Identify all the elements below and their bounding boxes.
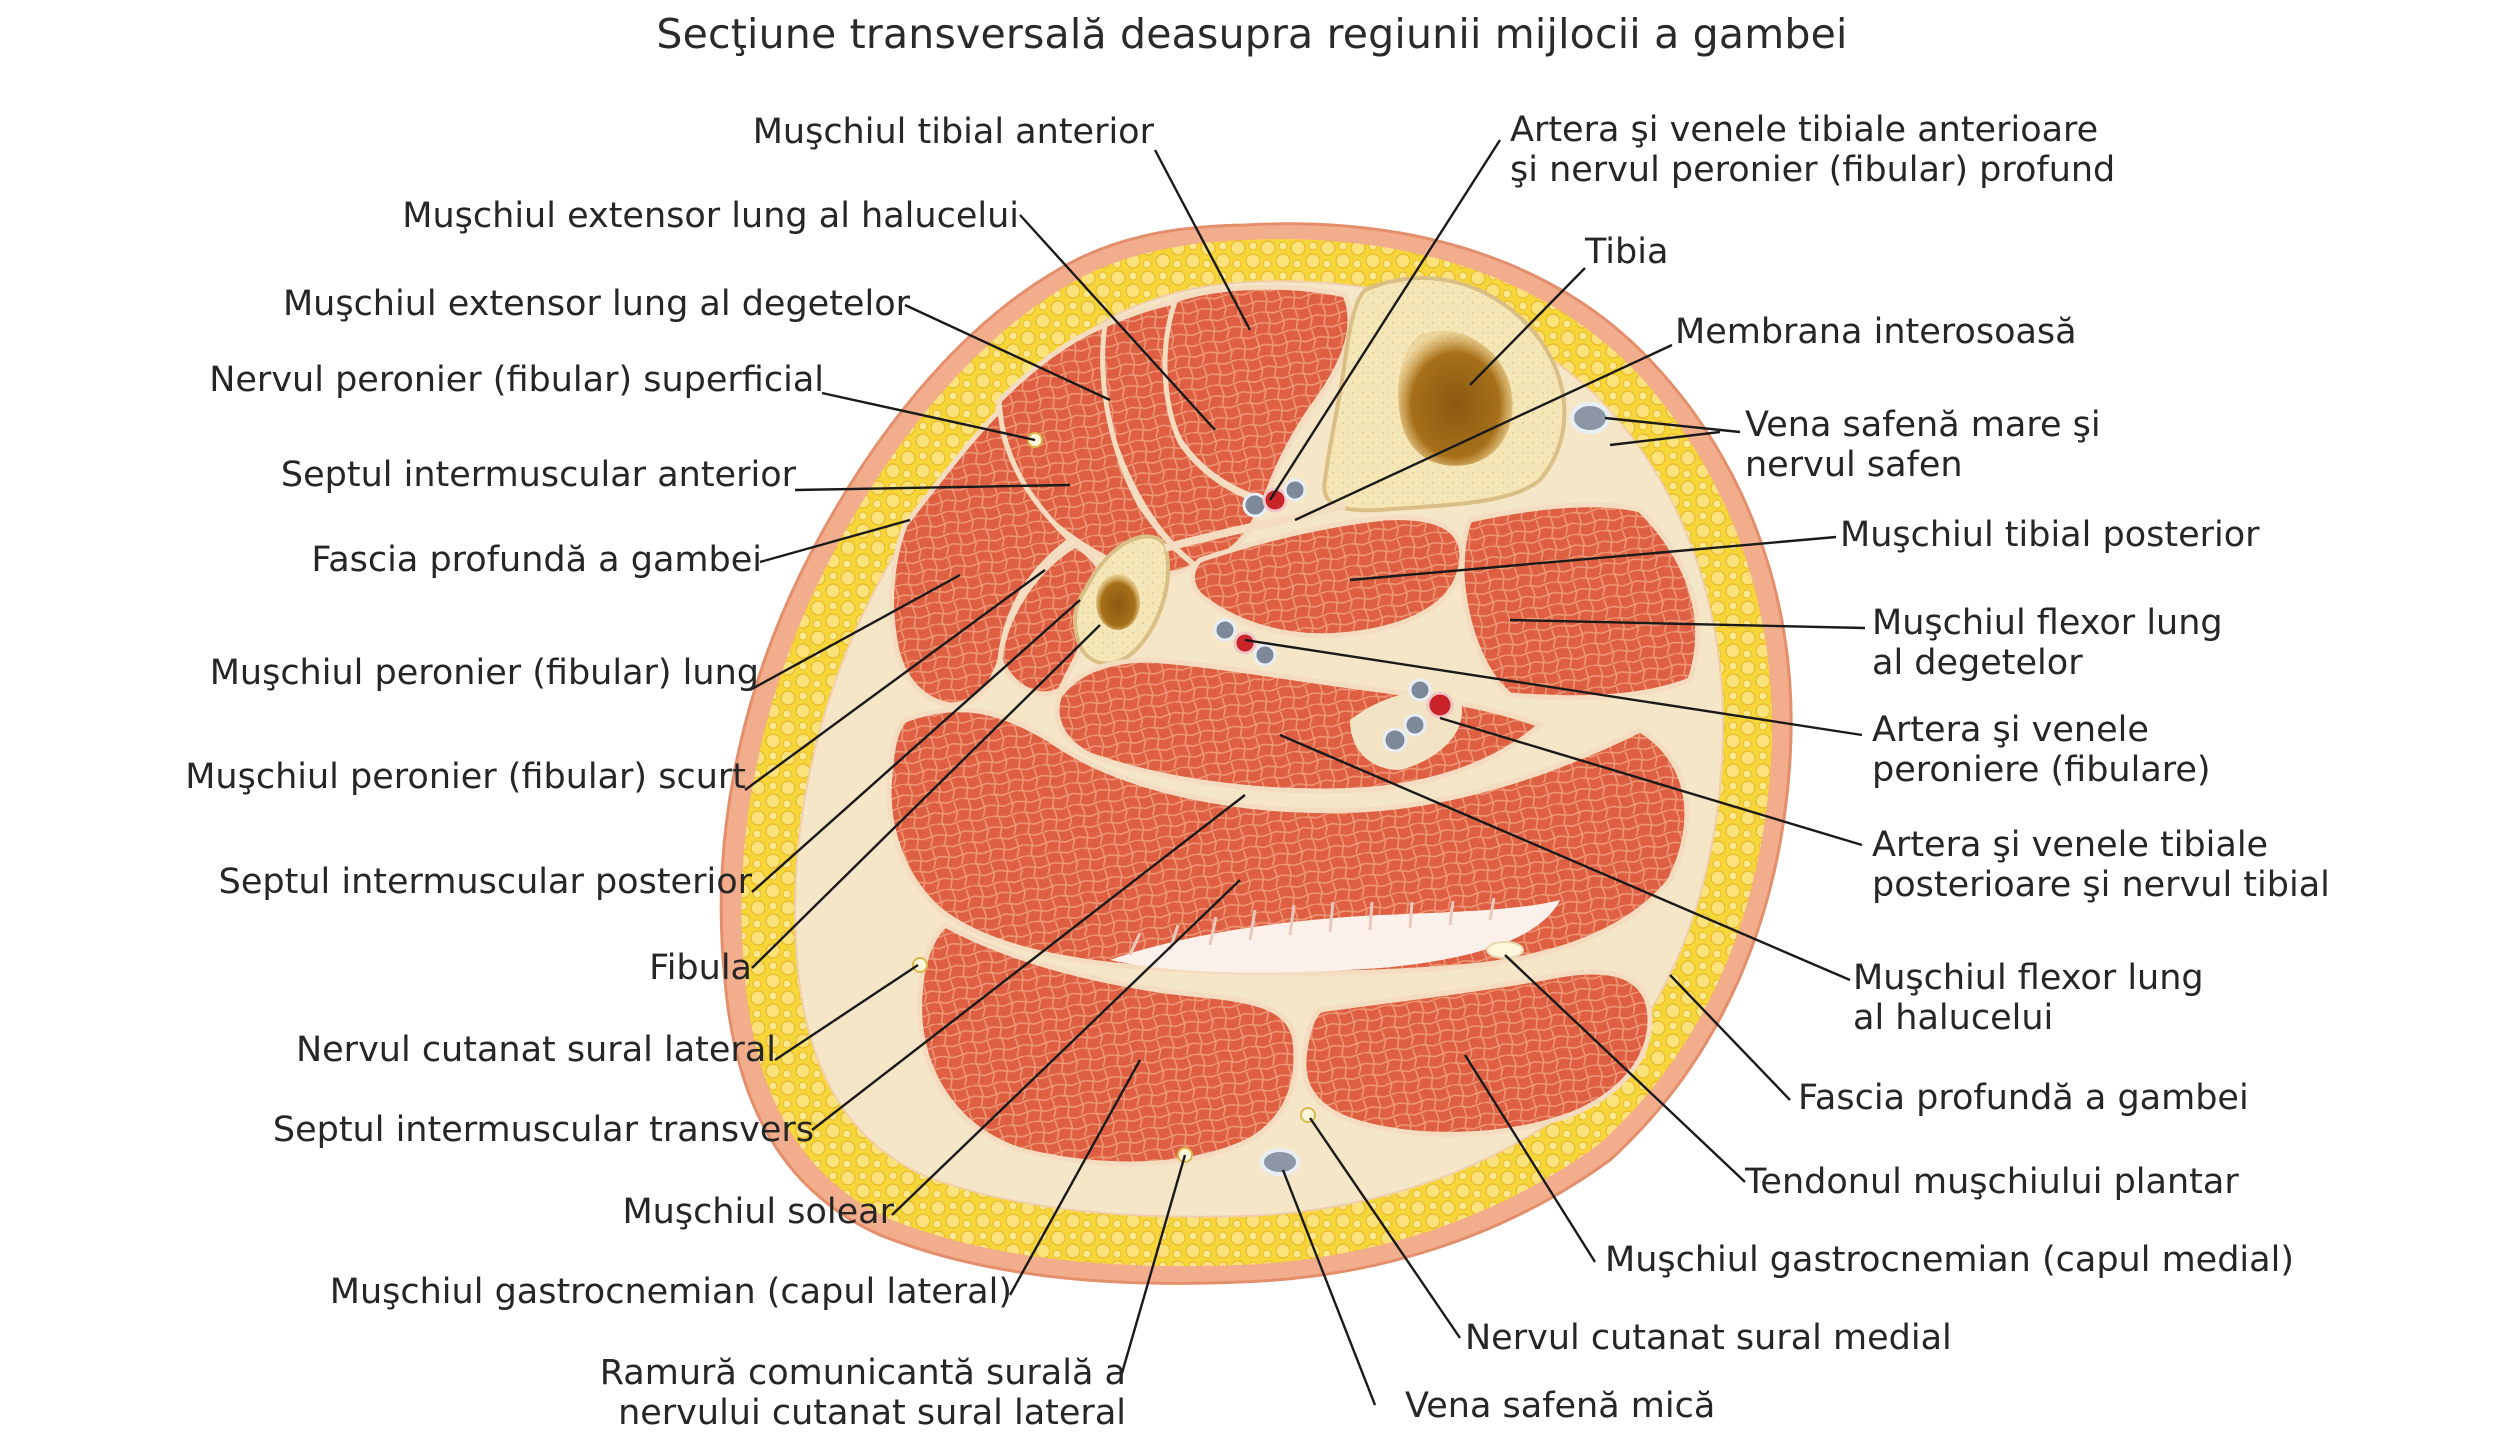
label-flexor-digitorum-line-1: Muşchiul flexor lung <box>1872 603 2223 643</box>
leader-medial-sural-nerve <box>1309 1117 1461 1339</box>
leader-plantaris-tendon <box>1504 954 1746 1183</box>
anterior-tibial-vessels-group <box>1242 478 1307 518</box>
label-sural-communicating-line-2: nervului cutanat sural lateral <box>618 1393 1126 1433</box>
soleus-tendon <box>1110 900 1560 973</box>
label-great-saphenous: Vena safenă mare şi nervul safen <box>1745 405 2101 485</box>
flexor-digitorum-muscle <box>1459 502 1701 701</box>
label-great-saphenous-line-1: Vena safenă mare şi <box>1745 405 2101 445</box>
label-sural-communicating-line-1: Ramură comunicantă surală a <box>599 1353 1126 1393</box>
label-flexor-hallucis: Muşchiul flexor lung al halucelui <box>1853 958 2204 1038</box>
label-great-saphenous-line-2: nervul safen <box>1745 445 1963 485</box>
label-plantaris-tendon: Tendonul muşchiului plantar <box>1745 1162 2239 1202</box>
label-gastrocnemius-medial: Muşchiul gastrocnemian (capul medial) <box>1605 1240 2294 1280</box>
leader-sural-communicating <box>1118 1154 1187 1381</box>
label-peroneal-vessels: Artera şi venele peroniere (fibulare) <box>1872 710 2211 790</box>
label-extensor-digitorum: Muşchiul extensor lung al degetelor <box>282 284 910 324</box>
leader-soleus <box>891 879 1241 1216</box>
leader-great-saphenous-a <box>1604 416 1741 434</box>
lateral-sural-nerve-dot <box>912 957 928 973</box>
peroneal-vessels-group <box>1213 618 1277 667</box>
label-superficial-peroneal-nerve: Nervul peronier (fibular) superficial <box>209 360 824 400</box>
leader-peroneal-vessels <box>1244 638 1863 737</box>
label-peroneal-vessels-line-2: peroniere (fibulare) <box>1872 750 2211 790</box>
label-tibialis-posterior: Muşchiul tibial posterior <box>1840 515 2260 555</box>
leader-flexor-hallucis <box>1279 733 1851 982</box>
label-gastrocnemius-lateral: Muşchiul gastrocnemian (capul lateral) <box>329 1272 1012 1312</box>
gastrocnemius-lateral-muscle <box>917 921 1299 1167</box>
leader-peroneus-longus <box>749 573 961 692</box>
plantaris-tendon-dot <box>1486 941 1524 959</box>
label-posterior-tibial-vessels: Artera şi venele tibiale posterioare şi … <box>1872 825 2330 905</box>
leader-anterior-septum <box>794 483 1071 492</box>
leader-tibialis-posterior <box>1349 535 1837 582</box>
great-saphenous-vein <box>1570 402 1610 434</box>
soleus-muscle <box>886 707 1690 976</box>
label-medial-sural-nerve: Nervul cutanat sural medial <box>1465 1318 1952 1358</box>
leader-interosseous-membrane <box>1294 343 1673 522</box>
leader-small-saphenous <box>1281 1169 1377 1406</box>
label-flexor-hallucis-line-2: al halucelui <box>1853 998 2054 1038</box>
fibula-marrow <box>1096 574 1140 630</box>
label-deep-fascia-right: Fascia profundă a gambei <box>1798 1078 2249 1118</box>
leader-extensor-digitorum <box>904 303 1111 402</box>
label-fibula: Fibula <box>649 948 752 988</box>
leader-transverse-septum <box>811 794 1246 1131</box>
leader-fibula <box>751 624 1101 969</box>
leader-great-saphenous-b <box>1609 430 1721 447</box>
label-anterior-septum: Septul intermuscular anterior <box>280 455 796 495</box>
label-posterior-tibial-vessels-line-2: posterioare şi nervul tibial <box>1872 865 2330 905</box>
tibialis-posterior-muscle <box>1190 515 1465 639</box>
label-soleus: Muşchiul solear <box>622 1192 894 1232</box>
leader-extensor-hallucis <box>1019 214 1216 431</box>
label-peroneal-vessels-line-1: Artera şi venele <box>1872 710 2149 750</box>
label-interosseous-membrane: Membrana interosoasă <box>1675 312 2077 352</box>
leader-posterior-septum <box>751 599 1081 893</box>
leader-deep-fascia-left <box>759 518 911 564</box>
label-peroneus-brevis: Muşchiul peronier (fibular) scurt <box>185 757 746 797</box>
leader-gastrocnemius-medial <box>1463 1054 1597 1263</box>
label-sural-communicating: Ramură comunicantă surală a nervului cut… <box>600 1353 1126 1433</box>
posterior-tibial-vessels-group <box>1350 678 1462 770</box>
leader-peroneus-brevis <box>744 569 1046 791</box>
label-extensor-hallucis: Muşchiul extensor lung al halucelui <box>402 196 1019 236</box>
label-posterior-tibial-vessels-line-1: Artera şi venele tibiale <box>1872 825 2269 865</box>
label-posterior-septum: Septul intermuscular posterior <box>218 862 752 902</box>
soleus-tendon-fibers <box>1128 897 1496 956</box>
label-tibialis-anterior: Muşchiul tibial anterior <box>752 112 1154 152</box>
label-anterior-tibial-vessels-line-1: Artera şi venele tibiale anterioare <box>1510 110 2099 150</box>
leader-lines <box>744 139 1866 1406</box>
leader-gastrocnemius-lateral <box>1008 1059 1142 1296</box>
label-transverse-septum: Septul intermuscular transvers <box>272 1110 814 1150</box>
figure-title: Secţiune transversală deasupra regiunii … <box>656 10 1848 58</box>
leader-posterior-tibial-vessels <box>1439 716 1863 847</box>
label-lateral-sural-nerve: Nervul cutanat sural lateral <box>295 1030 776 1070</box>
leader-tibialis-anterior <box>1153 149 1252 331</box>
label-tibia: Tibia <box>1585 232 1669 272</box>
gastrocnemius-medial-muscle <box>1301 969 1653 1137</box>
label-anterior-tibial-vessels: Artera şi venele tibiale anterioare şi n… <box>1510 110 2115 190</box>
label-deep-fascia-left: Fascia profundă a gambei <box>311 540 762 580</box>
leader-anterior-tibial-vessels <box>1268 139 1502 501</box>
label-small-saphenous: Vena safenă mică <box>1405 1386 1716 1426</box>
leader-deep-fascia-right <box>1669 974 1791 1101</box>
leader-superficial-peroneal-nerve <box>821 391 1036 442</box>
leader-lateral-sural-nerve <box>774 964 919 1061</box>
label-flexor-hallucis-line-1: Muşchiul flexor lung <box>1853 958 2204 998</box>
medial-sural-nerve-dot <box>1300 1107 1316 1123</box>
interosseous-membrane-line <box>1163 501 1347 552</box>
label-peroneus-longus: Muşchiul peronier (fibular) lung <box>209 653 759 693</box>
label-anterior-tibial-vessels-line-2: şi nervul peronier (fibular) profund <box>1510 150 2116 190</box>
label-flexor-digitorum: Muşchiul flexor lung al degetelor <box>1872 603 2223 683</box>
leader-flexor-digitorum <box>1509 618 1866 630</box>
label-flexor-digitorum-line-2: al degetelor <box>1872 643 2083 683</box>
small-saphenous-vein <box>1260 1148 1300 1176</box>
leader-tibia <box>1469 267 1586 386</box>
